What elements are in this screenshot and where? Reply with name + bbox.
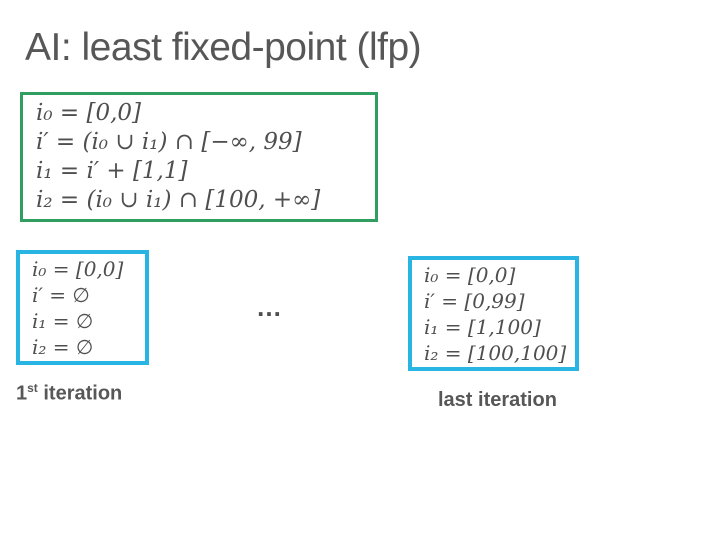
last-iteration-label: last iteration bbox=[438, 389, 557, 411]
first-iteration-i2: i₂ = ∅ bbox=[32, 335, 94, 359]
iterations-ellipsis: … bbox=[256, 292, 283, 322]
equation-i2: i₂ = (i₀ ∪ i₁) ∩ [100, +∞] bbox=[36, 187, 321, 213]
equation-iprime: i′ = (i₀ ∪ i₁) ∩ [−∞, 99] bbox=[36, 129, 302, 155]
equation-i1: i₁ = i′ + [1,1] bbox=[36, 158, 188, 184]
first-iteration-ordinal: st bbox=[27, 381, 38, 395]
last-iteration-box: i₀ = [0,0] i′ = [0,99] i₁ = [1,100] i₂ =… bbox=[408, 256, 579, 371]
last-iteration-i2: i₂ = [100,100] bbox=[424, 341, 567, 365]
last-iteration-iprime: i′ = [0,99] bbox=[424, 289, 525, 313]
page-title: AI: least fixed-point (lfp) bbox=[25, 26, 422, 69]
last-iteration-i0: i₀ = [0,0] bbox=[424, 263, 516, 287]
last-iteration-i1: i₁ = [1,100] bbox=[424, 315, 541, 339]
first-iteration-box: i₀ = [0,0] i′ = ∅ i₁ = ∅ i₂ = ∅ bbox=[16, 250, 149, 365]
program-equations-box: i₀ = [0,0] i′ = (i₀ ∪ i₁) ∩ [−∞, 99] i₁ … bbox=[20, 92, 378, 222]
first-iteration-label: 1st iteration bbox=[16, 381, 122, 406]
first-iteration-iprime: i′ = ∅ bbox=[32, 283, 90, 307]
equation-i0: i₀ = [0,0] bbox=[36, 100, 141, 126]
first-iteration-i1: i₁ = ∅ bbox=[32, 309, 94, 333]
first-iteration-number: 1 bbox=[16, 382, 28, 405]
first-iteration-text: iteration bbox=[37, 382, 123, 405]
first-iteration-i0: i₀ = [0,0] bbox=[32, 257, 124, 281]
